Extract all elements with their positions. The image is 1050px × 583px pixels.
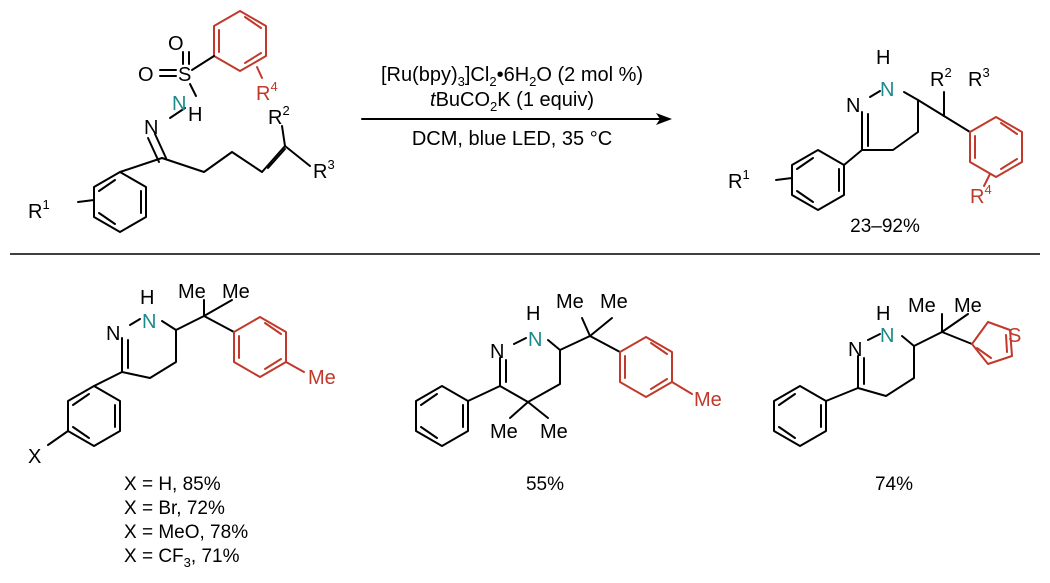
reaction-conditions: [Ru(bpy)3]Cl2•6H2O (2 mol %) tBuCO2K (1 … [361,64,672,150]
example-2-atom-nh: N [528,329,542,351]
example-2-me-c: Me [490,421,518,443]
product-atom-n: N [846,95,860,117]
example-2-phenyl-ring [415,385,469,447]
example-1-me-a: Me [178,281,206,303]
example-3-atom-h: H [876,303,890,325]
product-label-r3: R3 [968,65,990,91]
example-2-p-tolyl-ring [619,336,693,398]
example-1-aryl-ring-x [67,385,121,447]
example-2-atom-h: H [526,303,540,325]
substrate-label-r1: R1 [28,197,50,223]
product-label-r2: R2 [930,65,952,91]
example-3-yield: 74% [875,474,913,495]
example-1-yield-br: X = Br, 72% [124,498,225,519]
example-1-yields: X = H, 85% X = Br, 72% X = MeO, 78% X = … [124,474,248,570]
base-text: tBuCO2K (1 equiv) [430,89,594,114]
example-1-atom-nh: N [142,311,156,333]
product-yield-range: 23–92% [850,216,920,237]
example-3-phenyl-ring [773,385,827,447]
conditions-text: DCM, blue LED, 35 °C [412,128,612,150]
example-1-me-b: Me [222,281,250,303]
substrate-structure: O O S N H N R1 R2 R3 R4 [28,10,335,233]
substrate-atom-n-hydrazide: N [172,93,186,115]
example-1-me-aryl: Me [308,367,336,389]
substrate-atom-o-left: O [138,64,154,86]
example-1-label-x: X [28,446,41,468]
example-3-me-b: Me [954,295,982,317]
substrate-label-r4: R4 [256,79,278,105]
example-1-structure: H N N Me Me Me X X = H, 85% X = Br, 72% … [28,281,336,570]
product-atom-h: H [876,47,890,69]
example-2-yield: 55% [526,474,564,495]
product-atom-nh: N [880,79,894,101]
substrate-atom-s: S [178,64,191,86]
example-3-atom-nh: N [880,325,894,347]
product-label-r1: R1 [728,167,750,193]
example-3-atom-s: S [1008,325,1021,347]
product-aryl-ring-r4 [969,116,1023,187]
example-3-structure: H N N Me Me S 74% [773,295,1021,495]
product-structure: H N N R2 R3 R1 R4 23–92% [728,47,1023,237]
catalyst-text: [Ru(bpy)3]Cl2•6H2O (2 mol %) [381,64,643,89]
example-3-thiophene-ring [971,321,1013,365]
example-2-atom-n: N [490,341,504,363]
example-1-yield-meo: X = MeO, 78% [124,522,248,543]
substrate-atom-o-top: O [168,33,184,55]
example-2-structure: H N N Me Me Me Me Me 55% [415,291,722,495]
example-1-atom-n: N [106,323,120,345]
substrate-label-r2: R2 [268,103,290,129]
example-2-me-aryl: Me [694,389,722,411]
substrate-atom-h: H [188,104,202,126]
arrow-head [656,113,672,125]
example-2-me-b: Me [600,291,628,313]
example-1-yield-h: X = H, 85% [124,474,221,495]
substrate-aryl-ring-r4 [213,10,267,79]
product-aryl-ring-r1 [791,149,845,211]
example-2-me-a: Me [556,291,584,313]
example-3-atom-n: N [848,339,862,361]
example-1-atom-h: H [140,287,154,309]
substrate-label-r3: R3 [313,157,335,183]
example-3-me-a: Me [908,295,936,317]
substrate-atom-n-imine: N [144,117,158,139]
product-label-r4: R4 [970,182,992,208]
example-1-p-tolyl-ring [233,316,305,378]
example-1-yield-cf3: X = CF3, 71% [124,546,240,570]
example-2-me-d: Me [540,421,568,443]
substrate-aryl-ring-r1 [93,171,147,233]
